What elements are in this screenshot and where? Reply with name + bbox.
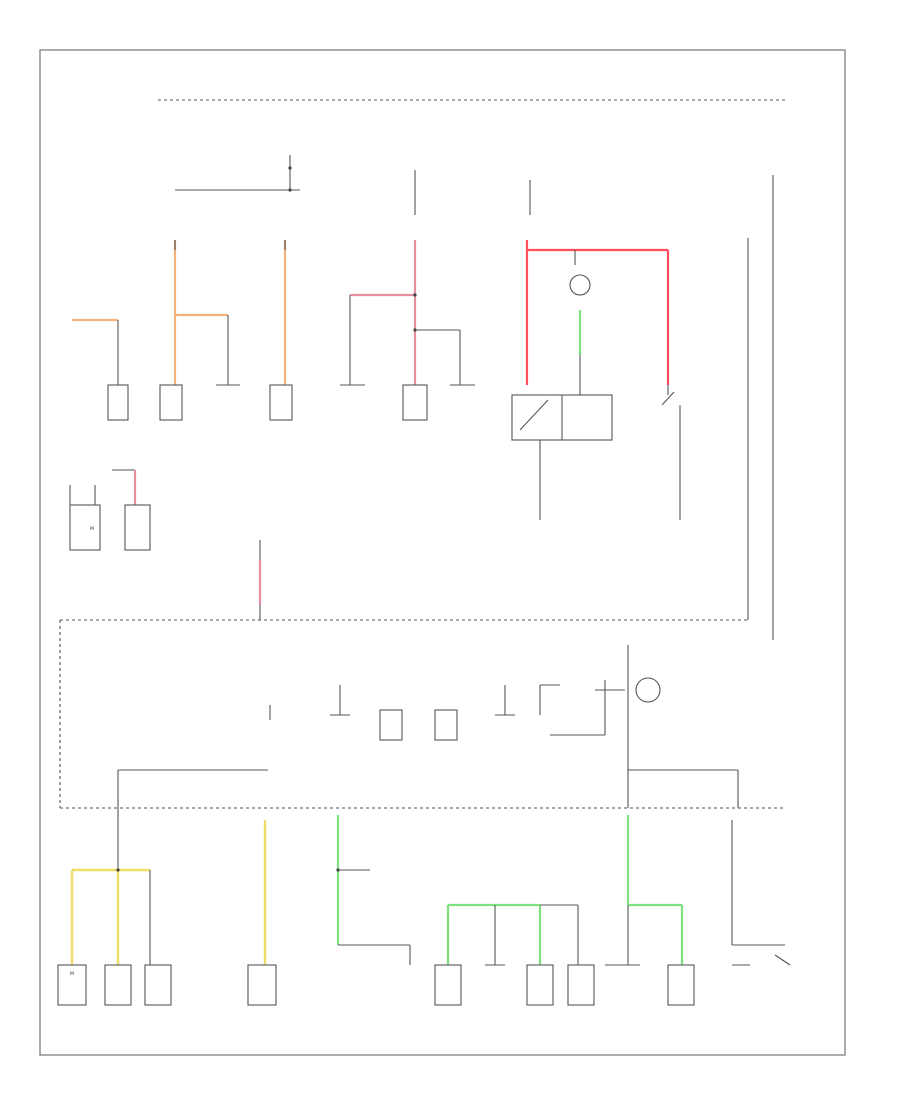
lower-right-components xyxy=(434,820,791,1006)
middle-section-components xyxy=(117,645,739,808)
component-box xyxy=(402,384,428,421)
lower-left-components: M xyxy=(57,964,277,1006)
svg-text:M: M xyxy=(90,526,94,532)
lower-green-wires xyxy=(336,815,684,965)
left-relay-group: M xyxy=(69,469,262,620)
component-box xyxy=(269,384,293,421)
component-box xyxy=(107,384,129,421)
upper-right-relay-section xyxy=(511,240,681,520)
svg-text:M: M xyxy=(70,971,74,977)
component-box xyxy=(159,384,183,421)
middle-dashed-separator xyxy=(59,619,748,808)
left-upper-wires xyxy=(72,240,287,385)
top-fuse-group xyxy=(175,155,531,215)
upper-left-components xyxy=(107,384,293,421)
diagram-frame xyxy=(39,49,846,1056)
upper-middle-wires xyxy=(340,240,475,421)
lower-left-wires xyxy=(70,808,267,965)
